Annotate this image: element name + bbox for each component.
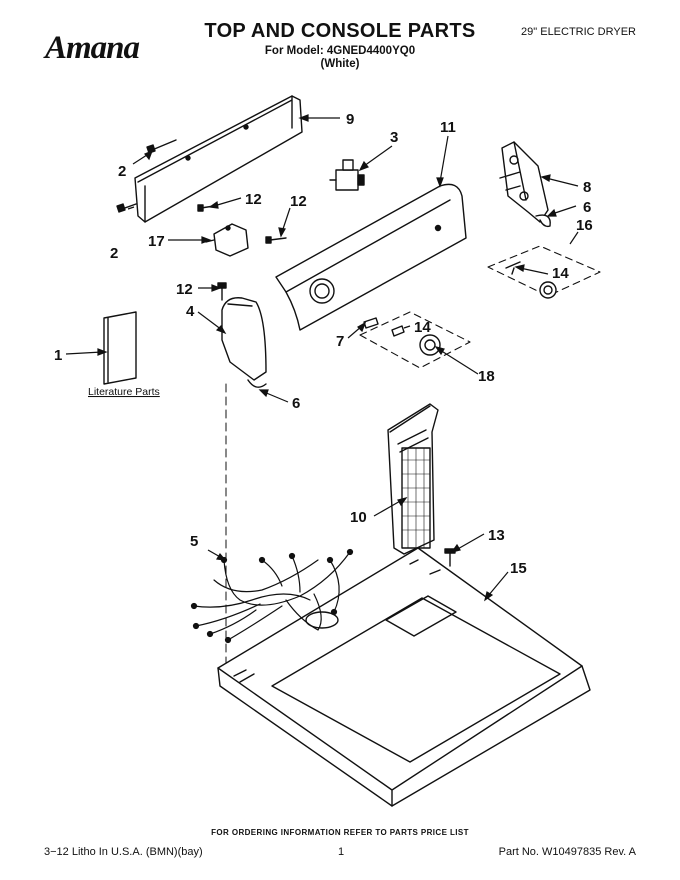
callout-15: 15: [510, 560, 527, 577]
literature-part-1: [103, 311, 137, 385]
callout-12-lower: 12: [176, 281, 193, 298]
console-panel-part-11: [275, 183, 467, 331]
callout-3: 3: [390, 129, 398, 146]
literature-parts-label: Literature Parts: [88, 386, 160, 398]
callout-6-lower: 6: [292, 395, 300, 412]
knob-group-part-16: [487, 245, 601, 299]
callout-17: 17: [148, 233, 165, 250]
model-color: (White): [320, 58, 360, 70]
lint-screen-part-10: [387, 403, 439, 555]
callout-labels: 9 2 2 3 11 8 6 16 14 12 12 17 12 4 1 6 7…: [54, 111, 593, 577]
model-info: For Model: 4GNED4400YQ0 (White): [180, 45, 500, 71]
callout-14-center: 14: [414, 319, 431, 336]
litho-info: 3−12 Litho In U.S.A. (BMN)(bay): [44, 846, 203, 858]
end-cap-part-4: [221, 297, 267, 381]
knob-group-part-18: [359, 311, 471, 369]
callout-12-left: 12: [245, 191, 262, 208]
top-panel-part-15: [217, 547, 591, 807]
callout-6-upper: 6: [583, 199, 591, 216]
brand-logo: Amana: [45, 30, 140, 66]
callout-1: 1: [54, 347, 62, 364]
callout-14-right: 14: [552, 265, 569, 282]
callout-4: 4: [186, 303, 195, 320]
page-title: TOP AND CONSOLE PARTS: [204, 20, 476, 42]
callout-12-right: 12: [290, 193, 307, 210]
console-bracket-part-9: [134, 95, 303, 223]
clip-part-6: [247, 214, 551, 388]
component-part-3: [329, 159, 365, 191]
switch-part-17: [205, 223, 249, 257]
callout-2-upper: 2: [118, 163, 126, 180]
side-bracket-part-8: [499, 141, 549, 223]
callout-16: 16: [576, 217, 593, 234]
callout-10: 10: [350, 509, 367, 526]
product-type: 29" ELECTRIC DRYER: [521, 26, 636, 38]
screw-part-12: [197, 204, 287, 301]
callout-2-lower: 2: [110, 245, 118, 262]
callout-9: 9: [346, 111, 354, 128]
model-number: For Model: 4GNED4400YQ0: [264, 45, 416, 57]
exploded-parts-diagram: 9 2 2 3 11 8 6 16 14 12 12 17 12 4 1 6 7…: [54, 95, 601, 807]
page-header: Amana TOP AND CONSOLE PARTS For Model: 4…: [0, 0, 680, 80]
page-number: 1: [338, 846, 345, 858]
leader-lines: [65, 114, 579, 602]
callout-7: 7: [336, 333, 344, 350]
callout-8: 8: [583, 179, 591, 196]
callout-13: 13: [488, 527, 505, 544]
part-number: Part No. W10497835 Rev. A: [498, 846, 636, 858]
callout-18: 18: [478, 368, 495, 385]
callout-5: 5: [190, 533, 198, 550]
callout-11: 11: [440, 119, 456, 136]
ordering-note: FOR ORDERING INFORMATION REFER TO PARTS …: [211, 828, 469, 837]
screw-part-2: [116, 139, 177, 213]
